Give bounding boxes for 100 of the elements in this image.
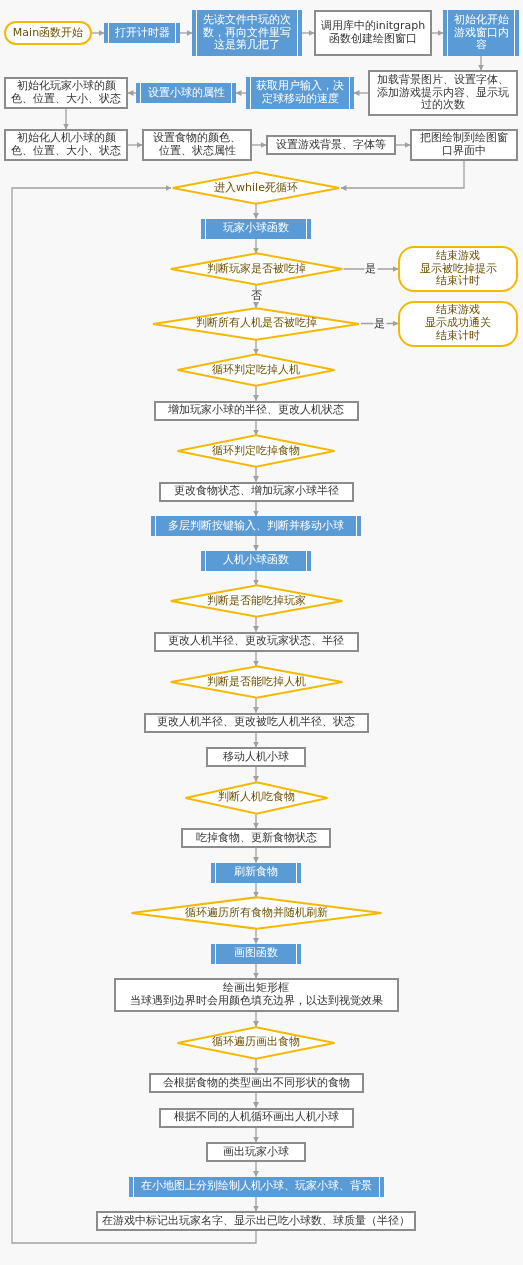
decision-diamond: [168, 253, 344, 285]
process-box: 根据不同的人机循环画出人机小球: [158, 1107, 354, 1128]
arrow: [253, 650, 259, 667]
arrow: [253, 385, 259, 402]
arrow: [253, 847, 259, 864]
subroutine-box: 画图函数: [211, 943, 301, 964]
process-box: 设置食物的颜色、位置、状态属性: [142, 129, 252, 161]
subroutine-box: 获取用户输入，决定球移动的速度: [246, 77, 354, 109]
node-text: 绘画出矩形框: [223, 982, 289, 995]
subroutine-box: 多层判断按键输入、判断并移动小球: [151, 516, 361, 536]
edge-label: 否: [249, 290, 263, 303]
node-text: 结束计时: [436, 275, 480, 289]
arrow: [235, 90, 247, 96]
arrow: [63, 108, 69, 130]
decision-diamond: [171, 172, 341, 204]
node-text: 循环判定吃掉人机: [212, 363, 300, 377]
node-text: 判断是否能吃掉人机: [206, 675, 306, 689]
decision-diamond: [176, 1026, 336, 1059]
arrow: [253, 1195, 259, 1212]
process-box: 把图绘制到绘图窗口界面中: [410, 129, 518, 161]
subroutine-box: 玩家小球函数: [201, 218, 311, 239]
arrow: [478, 55, 484, 71]
subroutine-box: 先读文件中玩的次数，再向文件里写这是第几把了: [192, 10, 302, 56]
subroutine-box: 人机小球函数: [201, 550, 311, 571]
arrow: [253, 535, 259, 552]
arrow: [253, 237, 259, 254]
arrow: [253, 1161, 259, 1178]
process-box: [113, 978, 399, 1012]
decision-diamond: [183, 781, 329, 814]
arrow: [253, 962, 259, 979]
arrow: [431, 30, 444, 36]
decision-diamond: [128, 897, 384, 929]
node-text: 判断所有人机是否被吃掉: [195, 317, 317, 330]
terminal-box: [398, 246, 518, 292]
subroutine-box: 刷新食物: [211, 862, 301, 883]
arrow: [127, 142, 143, 148]
node-text: 判断人机吃食物: [217, 791, 295, 804]
subroutine-box: 初始化开始游戏窗口内容: [443, 10, 519, 56]
arrow: [253, 569, 259, 586]
edge-label: 是: [373, 317, 386, 330]
arrow: [253, 203, 259, 220]
node-text: 判断是否能吃掉玩家: [206, 594, 306, 608]
arrow: [395, 142, 411, 148]
arrow: [353, 90, 369, 96]
process-box: 更改食物状态、增加玩家小球半径: [158, 481, 354, 502]
arrow: [253, 616, 259, 633]
arrow: [253, 731, 259, 748]
node-text: 循环遍历所有食物并随机刷新: [184, 906, 328, 920]
process-box: 在游戏中标记出玩家名字、显示出已吃小球数、球质量（半径）: [96, 1211, 416, 1231]
decision-diamond: [176, 354, 336, 386]
process-box: 调用库中的initgraph函数创建绘图窗口: [314, 10, 432, 56]
node-text: 循环遍历画出食物: [212, 1036, 300, 1049]
edge-label: 是: [364, 262, 378, 276]
subroutine-box: 设置小球的属性: [136, 83, 236, 103]
arrow: [340, 160, 465, 191]
arrow: [251, 142, 267, 148]
process-box: 加载背景图片、设置字体、添加游戏提示内容、显示玩过的次数: [368, 70, 518, 116]
decision-diamond: [151, 307, 361, 340]
process-box: 画出玩家小球: [206, 1142, 306, 1162]
subroutine-box: 打开计时器: [104, 23, 180, 43]
node-text: 结束游戏: [436, 249, 480, 263]
process-box: 吃掉食物、更新食物状态: [181, 828, 331, 848]
process-box: 初始化人机小球的颜色、位置、大小、状态: [4, 129, 128, 161]
process-box: 更改人机半径、更改玩家状态、半径: [153, 631, 359, 652]
node-text: 结束计时: [436, 330, 480, 343]
arrow: [253, 697, 259, 714]
arrow: [253, 466, 259, 483]
arrow: [253, 1057, 259, 1074]
arrow: [253, 881, 259, 898]
arrow: [342, 266, 399, 272]
arrow: [179, 30, 193, 36]
process-box: 设置游戏背景、字体等: [266, 135, 396, 155]
arrow: [253, 1011, 259, 1028]
arrow: [127, 90, 137, 96]
decision-diamond: [176, 435, 336, 467]
node-text: 结束游戏: [436, 304, 480, 317]
arrow: [11, 185, 257, 1244]
decision-diamond: [168, 585, 344, 617]
arrow: [253, 1126, 259, 1143]
process-box: 会根据食物的类型画出不同形状的食物: [148, 1073, 364, 1093]
node-text: 循环判定吃掉食物: [212, 444, 300, 458]
arrow: [253, 500, 259, 517]
arrow: [253, 1092, 259, 1109]
node-text: 显示成功通关: [425, 317, 491, 330]
arrow: [301, 30, 315, 36]
node-text: 进入while死循环: [214, 181, 298, 195]
decision-diamond: [168, 666, 344, 698]
subroutine-box: 在小地图上分别绘制人机小球、玩家小球、背景: [128, 1176, 384, 1197]
process-box: 移动人机小球: [206, 747, 306, 767]
process-box: 初始化玩家小球的颜色、位置、大小、状态: [4, 77, 128, 109]
process-box: 更改人机半径、更改被吃人机半径、状态: [143, 712, 369, 733]
terminal-box: [398, 300, 518, 347]
node-text: 判断玩家是否被吃掉: [206, 262, 306, 276]
arrow: [253, 766, 259, 783]
arrow: [91, 30, 105, 36]
node-text: 当球遇到边界时会用颜色填充边界，以达到视觉效果: [129, 995, 383, 1008]
terminal-box: Main函数开始: [4, 21, 92, 45]
arrow: [253, 338, 259, 355]
node-text: 显示被吃掉提示: [419, 262, 497, 275]
arrow: [253, 419, 259, 436]
